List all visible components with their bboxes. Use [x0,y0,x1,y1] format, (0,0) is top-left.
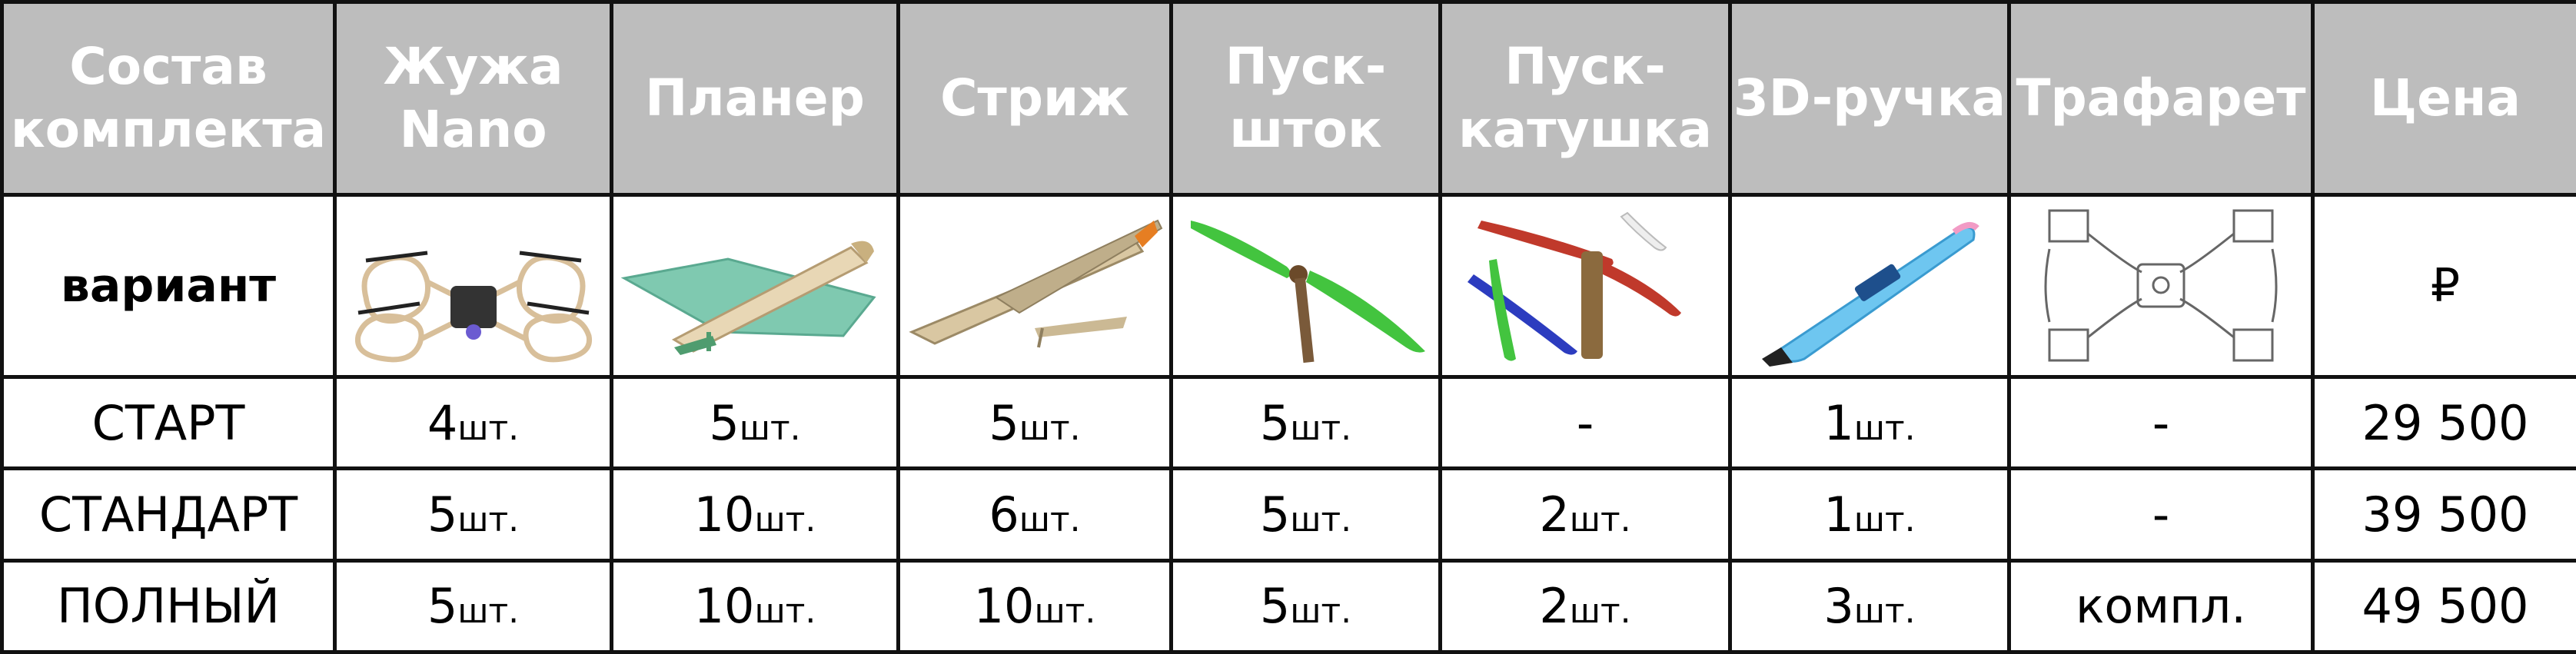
pen-image-cell [1728,192,2011,380]
cell-price: 49 500 [2311,558,2576,654]
unit: шт. [1853,500,1916,540]
table-row: ПОЛНЫЙ 5шт. 10шт. 10шт. 5шт. 2шт. 3шт. к… [0,558,2576,654]
cell-price: 29 500 [2311,375,2576,471]
qty: 1 [1823,394,1854,451]
qty: 10 [973,578,1035,635]
qty: 5 [1259,578,1291,635]
drone-icon [354,251,592,363]
qty: 5 [1259,394,1291,451]
unit: шт. [1569,500,1631,540]
trafaret-image-cell [2007,192,2315,380]
unit: шт. [754,500,816,540]
row-name: СТАРТ [0,375,337,471]
cell-shtok: 5шт. [1169,466,1442,563]
header-3d-pen: 3D-ручка [1728,0,2011,197]
header-composition: Состав комплекта [0,0,337,197]
table-row: СТАРТ 4шт. 5шт. 5шт. 5шт. - 1шт. - 29 50… [0,375,2576,471]
qty: 1 [1823,486,1854,543]
strizh-image-cell [896,192,1173,380]
qty: 10 [693,486,755,543]
katushka-image-cell [1438,192,1732,380]
qty: 5 [427,578,458,635]
3d-pen-icon [1762,221,1979,367]
row-name: СТАНДАРТ [0,466,337,563]
qty: 2 [1539,486,1570,543]
cell-pen: 1шт. [1728,466,2011,563]
header-strizh: Стриж [896,0,1173,197]
header-zhuzha-nano: Жужа Nano [333,0,613,197]
unit: шт. [1569,592,1631,632]
unit: шт. [457,408,520,448]
cell-strizh: 10шт. [896,558,1173,654]
cell-shtok: 5шт. [1169,558,1442,654]
cell-price: 39 500 [2311,466,2576,563]
cell-zhuzha: 4шт. [333,375,613,471]
cell-trafaret: - [2007,375,2315,471]
unit: шт. [1853,592,1916,632]
cell-planer: 10шт. [610,466,900,563]
unit: шт. [1290,592,1352,632]
unit: шт. [1019,500,1081,540]
image-row: вариант [0,192,2576,380]
qty: 3 [1823,578,1854,635]
planer-image-cell [610,192,900,380]
qty: 2 [1539,578,1570,635]
cell-trafaret: компл. [2007,558,2315,654]
cell-zhuzha: 5шт. [333,558,613,654]
unit: шт. [1853,408,1916,448]
qty: 4 [427,394,458,451]
glider-icon [620,241,876,355]
unit: шт. [1034,592,1096,632]
zhuzha-image-cell [333,192,613,380]
unit: шт. [754,592,816,632]
unit: шт. [457,592,520,632]
cell-strizh: 6шт. [896,466,1173,563]
cell-pen: 1шт. [1728,375,2011,471]
propeller-launcher-icon [1467,211,1681,361]
currency-symbol: ₽ [2311,192,2576,380]
header-planer: Планер [610,0,900,197]
shtok-image-cell [1169,192,1442,380]
unit: шт. [1019,408,1081,448]
unit: шт. [1290,500,1352,540]
swift-plane-icon [909,219,1163,348]
qty: 5 [709,394,740,451]
qty: 10 [693,578,755,635]
cell-pen: 3шт. [1728,558,2011,654]
table-row: СТАНДАРТ 5шт. 10шт. 6шт. 5шт. 2шт. 1шт. … [0,466,2576,563]
cell-planer: 5шт. [610,375,900,471]
unit: шт. [739,408,801,448]
qty: 5 [427,486,458,543]
header-trafaret: Трафарет [2007,0,2315,197]
cell-katushka: - [1438,375,1732,471]
cell-zhuzha: 5шт. [333,466,613,563]
header-pusk-katushka: Пуск-катушка [1438,0,1732,197]
cell-shtok: 5шт. [1169,375,1442,471]
cell-planer: 10шт. [610,558,900,654]
header-pusk-shtok: Пуск-шток [1169,0,1442,197]
cell-katushka: 2шт. [1438,558,1732,654]
variant-label: вариант [0,192,337,380]
row-name: ПОЛНЫЙ [0,558,337,654]
unit: шт. [457,500,520,540]
cell-katushka: 2шт. [1438,466,1732,563]
cell-trafaret: - [2007,466,2315,563]
unit: шт. [1290,408,1352,448]
stencil-icon [2044,209,2278,362]
header-row: Состав комплекта Жужа Nano Планер Стриж … [0,0,2576,197]
qty: 5 [1259,486,1291,543]
qty: 5 [989,394,1019,451]
cell-strizh: 5шт. [896,375,1173,471]
propeller-stick-icon [1190,220,1425,364]
qty: 6 [989,486,1019,543]
header-price: Цена [2311,0,2576,197]
